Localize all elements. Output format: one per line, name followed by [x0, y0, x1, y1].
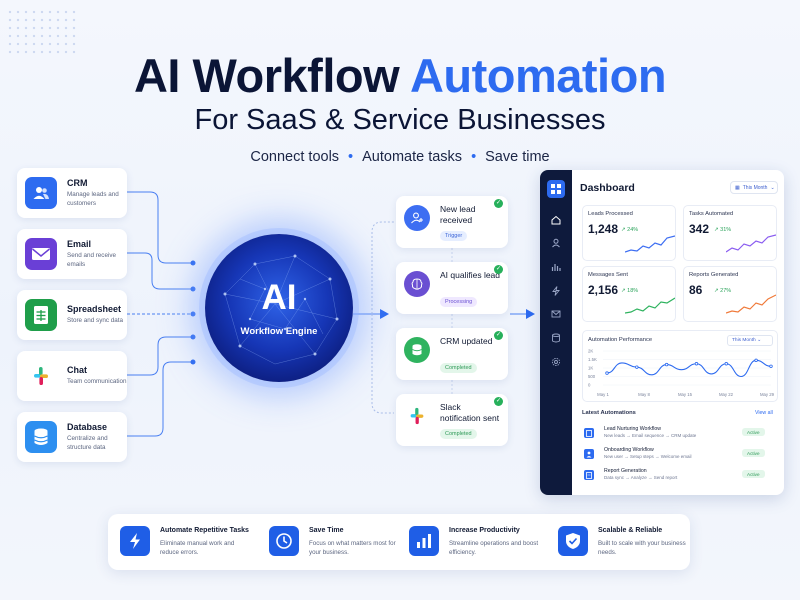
- ai-engine-orb: [205, 234, 353, 382]
- check-icon: ✓: [494, 265, 503, 274]
- x-tick-label: May 29: [760, 392, 775, 397]
- database-icon[interactable]: [550, 332, 562, 344]
- data-point: [694, 362, 699, 366]
- status-badge: Active: [742, 470, 765, 478]
- data-point: [664, 362, 669, 367]
- stat-card-messages[interactable]: Messages Sent 2,156 ↗ 18%: [582, 266, 676, 322]
- database-icon: [404, 337, 430, 363]
- status-pill: Completed: [440, 429, 477, 439]
- slack-icon: [404, 403, 430, 429]
- workflow-step-crm[interactable]: CRM updated Completed ✓: [396, 328, 508, 380]
- series-line: [606, 359, 772, 378]
- data-point: [605, 371, 609, 375]
- status-pill: Trigger: [440, 231, 468, 241]
- sheet-icon: [25, 299, 57, 331]
- sparkline: [625, 297, 675, 314]
- workflow-step-slack[interactable]: Slack notification sent Completed ✓: [396, 394, 508, 446]
- tagline: Connect tools•Automate tasks•Save time: [250, 149, 550, 165]
- list-item[interactable]: Lead Nurturing Workflow New leads → Emai…: [582, 426, 778, 444]
- status-pill: Processing: [440, 297, 478, 307]
- dashboard-panel: Dashboard ▦This Month⌄ Leads Processed 1…: [540, 170, 784, 495]
- y-tick-label: 1.5K: [588, 357, 597, 362]
- document-icon: [584, 428, 594, 438]
- check-icon: ✓: [494, 397, 503, 406]
- gear-icon[interactable]: [550, 356, 562, 368]
- chevron-down-icon: ⌄: [770, 184, 775, 191]
- status-pill: Completed: [440, 363, 477, 373]
- stat-card-tasks[interactable]: Tasks Automated 342 ↗ 31%: [683, 205, 777, 261]
- data-point: [724, 362, 728, 366]
- performance-range-dropdown[interactable]: This Month ⌄: [727, 335, 773, 346]
- workflow-step-trigger[interactable]: New lead received Trigger ✓: [396, 196, 508, 248]
- stat-card-leads[interactable]: Leads Processed 1,248 ↗ 24%: [582, 205, 676, 261]
- date-range-dropdown[interactable]: ▦This Month⌄: [730, 181, 778, 194]
- dot-pattern: [6, 8, 76, 56]
- network-pattern: [223, 254, 339, 365]
- brain-icon: [404, 271, 430, 297]
- data-point: [635, 365, 639, 369]
- x-tick-label: May 15: [678, 392, 693, 397]
- calendar-icon: ▦: [735, 184, 740, 191]
- sparkline: [726, 294, 776, 314]
- clock-icon: [269, 526, 299, 556]
- feature-bar: Automate Repetitive Tasks Eliminate manu…: [108, 514, 690, 570]
- data-point: [769, 364, 773, 368]
- users-icon: [25, 177, 57, 209]
- x-tick-label: May 8: [638, 392, 650, 397]
- sparkline: [625, 235, 675, 253]
- data-point: [754, 358, 758, 363]
- list-item[interactable]: Report Generation Data sync → Analyze → …: [582, 468, 778, 486]
- y-tick-label: 0: [588, 383, 591, 388]
- page-subtitle: For SaaS & Service Businesses: [194, 104, 606, 136]
- bar-chart-icon[interactable]: [550, 261, 562, 273]
- dashboard-title: Dashboard: [580, 182, 635, 194]
- y-tick-label: 2K: [588, 349, 593, 354]
- list-item[interactable]: Onboarding Workflow New user → Setup ste…: [582, 447, 778, 465]
- envelope-icon: [25, 238, 57, 270]
- workflow-step-qualify[interactable]: AI qualifies lead Processing ✓: [396, 262, 508, 314]
- y-tick-label: 500: [588, 374, 596, 379]
- report-icon: [584, 470, 594, 480]
- mail-icon[interactable]: [550, 308, 562, 320]
- shield-icon: [558, 526, 588, 556]
- user-plus-icon: [404, 205, 430, 231]
- user-icon: [584, 449, 594, 459]
- dashboard-sidebar: [540, 170, 572, 495]
- home-icon[interactable]: [550, 214, 562, 226]
- x-tick-label: May 22: [719, 392, 734, 397]
- check-icon: ✓: [494, 331, 503, 340]
- stat-card-reports[interactable]: Reports Generated 86 ↗ 27%: [683, 266, 777, 322]
- bolt-icon[interactable]: [550, 285, 562, 297]
- x-tick-label: May 1: [597, 392, 609, 397]
- status-badge: Active: [742, 428, 765, 436]
- engine-label: Workflow Engine: [240, 326, 318, 337]
- bolt-icon: [120, 526, 150, 556]
- bar-chart-icon: [409, 526, 439, 556]
- status-badge: Active: [742, 449, 765, 457]
- sparkline: [726, 234, 776, 253]
- user-icon[interactable]: [550, 237, 562, 249]
- slack-icon: [25, 360, 57, 392]
- page-title: AI Workflow Automation: [133, 49, 667, 102]
- y-tick-label: 1K: [588, 366, 593, 371]
- database-icon: [25, 421, 57, 453]
- grid-logo-icon[interactable]: [547, 180, 565, 198]
- engine-title: AI: [261, 278, 297, 317]
- check-icon: ✓: [494, 199, 503, 208]
- view-all-link[interactable]: View all: [755, 410, 773, 416]
